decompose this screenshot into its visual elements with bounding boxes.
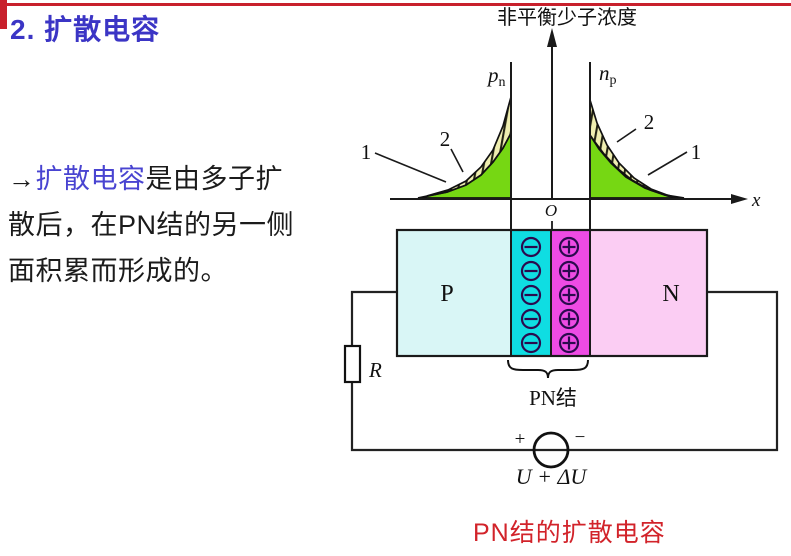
source-minus-sign: − bbox=[575, 427, 586, 448]
body-paragraph: →扩散电容是由多子扩散后，在PN结的另一侧面积累而形成的。 bbox=[8, 156, 308, 294]
junction-label: PN结 bbox=[529, 386, 577, 410]
minus-ion-icon bbox=[520, 284, 542, 306]
left-red-rule bbox=[0, 0, 7, 29]
left-curve1-pointer bbox=[374, 152, 447, 183]
p-region bbox=[397, 230, 511, 356]
left-circuit-wire-upper bbox=[350, 290, 397, 346]
minus-ion-icon bbox=[520, 260, 542, 282]
source-voltage-label: U + ΔU bbox=[516, 464, 589, 489]
plus-ion-icon bbox=[558, 236, 580, 258]
n-region-label: N bbox=[662, 281, 679, 307]
np-concentration-label: np bbox=[599, 61, 617, 88]
source-plus-sign: + bbox=[515, 429, 526, 450]
p-region-label: P bbox=[440, 281, 453, 307]
minus-ion-icon bbox=[520, 332, 542, 354]
figure-caption: PN结的扩散电容 bbox=[473, 519, 666, 547]
body-paragraph-text: 是由多子扩散后，在PN结的另一侧面积累而形成的。 bbox=[8, 164, 295, 286]
negative-ion-strip bbox=[511, 230, 551, 356]
page-title: 2. 扩散电容 bbox=[10, 14, 161, 45]
plus-ion-icon bbox=[558, 260, 580, 282]
junction-brace bbox=[507, 359, 589, 379]
left-circuit-wire-lower bbox=[350, 290, 779, 452]
y-axis-title: 非平衡少子浓度 bbox=[497, 6, 637, 29]
y-axis-arrowhead-icon bbox=[547, 28, 557, 47]
plus-ion-icon bbox=[558, 332, 580, 354]
right-curve2-pointer bbox=[616, 128, 637, 143]
voltage-source bbox=[532, 431, 570, 469]
left-curve2-label: 2 bbox=[440, 127, 451, 151]
plus-ion-icon bbox=[558, 284, 580, 306]
right-curve1-label: 1 bbox=[691, 140, 702, 164]
n-region bbox=[590, 230, 707, 356]
pn-concentration-label: pn bbox=[486, 63, 506, 90]
top-red-rule bbox=[0, 3, 791, 6]
minus-ion-icon bbox=[520, 236, 542, 258]
minus-ion-icon bbox=[520, 308, 542, 330]
plus-ion-icon bbox=[558, 308, 580, 330]
resistor bbox=[343, 344, 362, 384]
arrow-glyph: → bbox=[8, 164, 36, 194]
right-curve1-pointer bbox=[647, 151, 688, 176]
term-diffusion-capacitance: 扩散电容 bbox=[35, 164, 146, 194]
x-axis-label: x bbox=[751, 190, 761, 211]
positive-ion-strip bbox=[551, 230, 590, 356]
left-curve1-label: 1 bbox=[361, 140, 372, 164]
x-axis-arrowhead-icon bbox=[731, 194, 748, 204]
left-curve2-pointer bbox=[450, 148, 464, 173]
positive-ion-column bbox=[558, 236, 580, 354]
right-curve2-label: 2 bbox=[644, 110, 655, 134]
right-stored-charge-band bbox=[589, 99, 678, 199]
negative-ion-column bbox=[520, 236, 542, 354]
origin-label: O bbox=[545, 201, 557, 220]
resistor-label: R bbox=[368, 358, 382, 382]
